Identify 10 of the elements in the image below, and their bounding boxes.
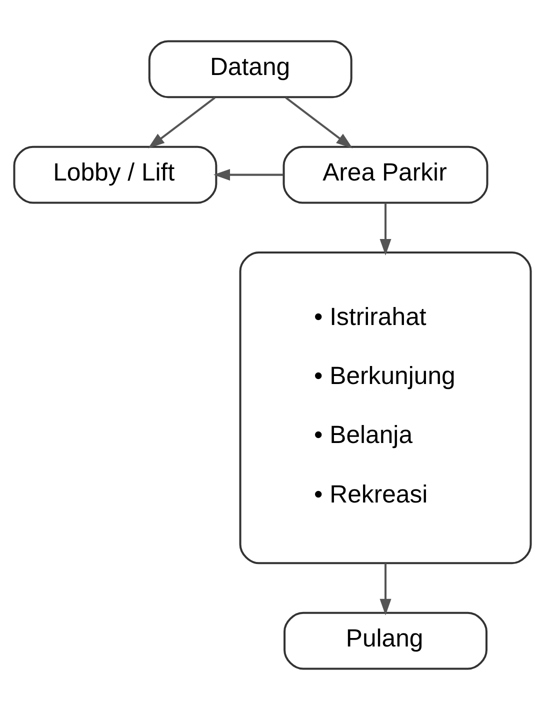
node-box: Pulang	[284, 611, 488, 670]
arrow	[148, 96, 216, 148]
node-box: Area Parkir	[282, 145, 488, 204]
arrow	[380, 562, 392, 615]
node-box: Datang	[148, 40, 352, 98]
arrow	[285, 96, 353, 148]
node-box: Lobby / Lift	[13, 145, 218, 204]
node-box: • Istrirahat • Berkunjung • Belanja • Rekreasi	[239, 250, 532, 564]
arrow	[380, 202, 392, 255]
arrow	[214, 168, 284, 180]
